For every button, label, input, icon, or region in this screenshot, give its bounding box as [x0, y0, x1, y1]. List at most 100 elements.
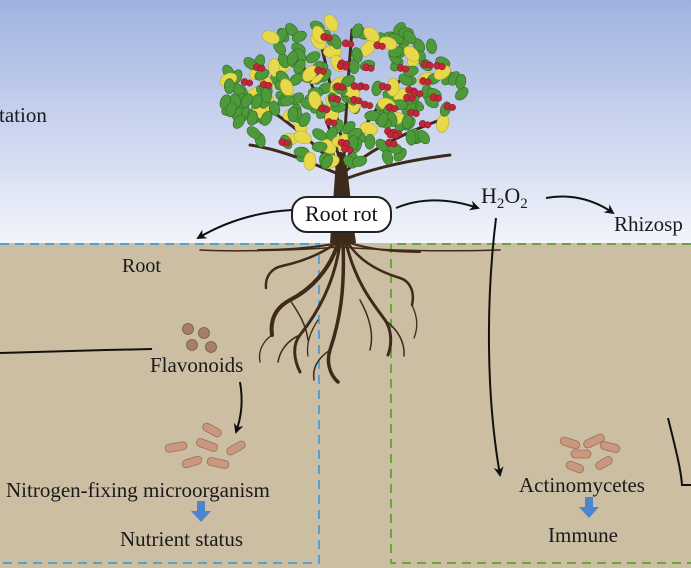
- arrow-root-rot-to-root: [196, 209, 293, 240]
- line-from-left-to-flavonoids: [0, 348, 153, 354]
- tree-part: [339, 83, 347, 91]
- tree-part: [376, 112, 389, 128]
- nitrogen-fixing-bacterium: [164, 441, 188, 453]
- tree-part: [232, 114, 246, 129]
- tree-part: [289, 299, 309, 341]
- tree-part: [312, 128, 327, 141]
- tree-part: [246, 79, 254, 87]
- tree-part: [298, 112, 311, 127]
- tree-part: [261, 30, 280, 45]
- rhizosphere-root-region-dashed-box: [0, 243, 320, 564]
- tree-part: [426, 38, 437, 55]
- tree-part: [325, 34, 333, 42]
- label-nitrogen-fixing-microorganism: Nitrogen-fixing microorganism: [6, 478, 270, 502]
- tree-part: [417, 130, 430, 145]
- nitrogen-fixing-bacterium: [226, 440, 246, 456]
- tree-part: [286, 50, 299, 66]
- tree-part: [320, 154, 334, 170]
- tree-part: [269, 100, 281, 117]
- tree-part: [277, 334, 301, 363]
- soil: [0, 243, 691, 568]
- tree-canopy: [219, 14, 469, 171]
- nitrogen-fixing-bacterium: [206, 457, 230, 469]
- tree-part: [225, 101, 237, 118]
- label-vegetation-partial: tation: [0, 103, 47, 127]
- tree-part: [403, 30, 417, 45]
- tree-part: [449, 103, 456, 111]
- tree-part: [359, 121, 378, 136]
- tree-part: [346, 146, 354, 154]
- down-arrow-icon: [579, 497, 599, 518]
- nitrogen-fixing-bacteria-icon: [164, 422, 246, 469]
- nitrogen-fixing-bacterium: [181, 455, 203, 469]
- arrow-h2o2-to-rhizosphere: [545, 195, 615, 215]
- tree-part: [362, 83, 370, 91]
- tree-part: [351, 47, 363, 63]
- tree-part: [258, 334, 273, 363]
- tree-part: [293, 241, 342, 374]
- label-root: Root: [122, 255, 161, 277]
- tree-part: [283, 139, 291, 147]
- tree-part: [411, 304, 418, 339]
- tree-part: [438, 63, 446, 71]
- tree-part: [366, 102, 374, 110]
- arrow-flavonoids-to-nitrogen-fixing: [233, 381, 244, 434]
- tree-part: [264, 241, 338, 290]
- tree-part: [308, 90, 322, 110]
- tree-part: [392, 132, 400, 140]
- label-nutrient-status: Nutrient status: [120, 527, 244, 551]
- tree-part: [342, 63, 350, 71]
- tree-part: [265, 81, 273, 89]
- tree-part: [311, 141, 328, 153]
- tree-part: [330, 119, 338, 127]
- tree-part: [384, 319, 405, 357]
- tree-part: [351, 155, 368, 167]
- label-rhizosphere-partial: Rhizosp: [614, 212, 683, 236]
- tree-part: [435, 94, 442, 102]
- tree-part: [390, 140, 398, 148]
- tree-part: [319, 67, 327, 75]
- tree-part: [355, 97, 363, 105]
- label-immune: Immune: [548, 523, 618, 547]
- nitrogen-fixing-bacterium: [202, 422, 222, 438]
- tree-part: [330, 34, 342, 50]
- flavonoid-molecule: [186, 339, 198, 351]
- tree-part: [334, 95, 342, 103]
- rhizosphere-soil-region-dashed-box: [390, 243, 691, 564]
- nitrogen-fixing-bacterium: [196, 438, 218, 452]
- flavonoid-molecule: [205, 341, 217, 353]
- tree-part: [424, 78, 432, 86]
- flavonoid-molecules-icon: [182, 323, 217, 353]
- actinomycete-bacterium: [583, 433, 605, 449]
- flavonoid-molecule: [198, 327, 210, 339]
- arrow-h2o2-to-actinomycetes: [487, 217, 504, 477]
- tree-part: [381, 149, 394, 166]
- tree-part: [367, 64, 375, 72]
- tree-part: [323, 106, 331, 114]
- tree-part: [391, 105, 399, 113]
- tree-part: [416, 90, 424, 98]
- tree-part: [378, 42, 386, 50]
- tree-part: [258, 64, 266, 72]
- tree-part: [326, 241, 346, 384]
- label-root-rot: Root rot: [291, 196, 392, 233]
- label-actinomycetes: Actinomycetes: [519, 473, 645, 497]
- flavonoid-molecule: [182, 323, 194, 335]
- tree-part: [405, 129, 417, 146]
- line-root-to-h2o2-right: [667, 417, 683, 486]
- tree-part: [346, 153, 452, 180]
- tree-part: [324, 14, 339, 32]
- tree-part: [355, 83, 363, 91]
- actinomycetes-bacteria-icon: [559, 433, 621, 474]
- tree-part: [199, 246, 501, 252]
- tree-part: [246, 110, 258, 126]
- actinomycete-bacterium: [559, 436, 581, 450]
- actinomycete-bacterium: [595, 456, 613, 470]
- actinomycete-bacterium: [570, 449, 592, 459]
- tree-part: [303, 151, 317, 171]
- tree-part: [455, 87, 469, 101]
- tree-part: [312, 349, 331, 381]
- tree-part: [346, 241, 415, 307]
- tree-part: [363, 26, 380, 43]
